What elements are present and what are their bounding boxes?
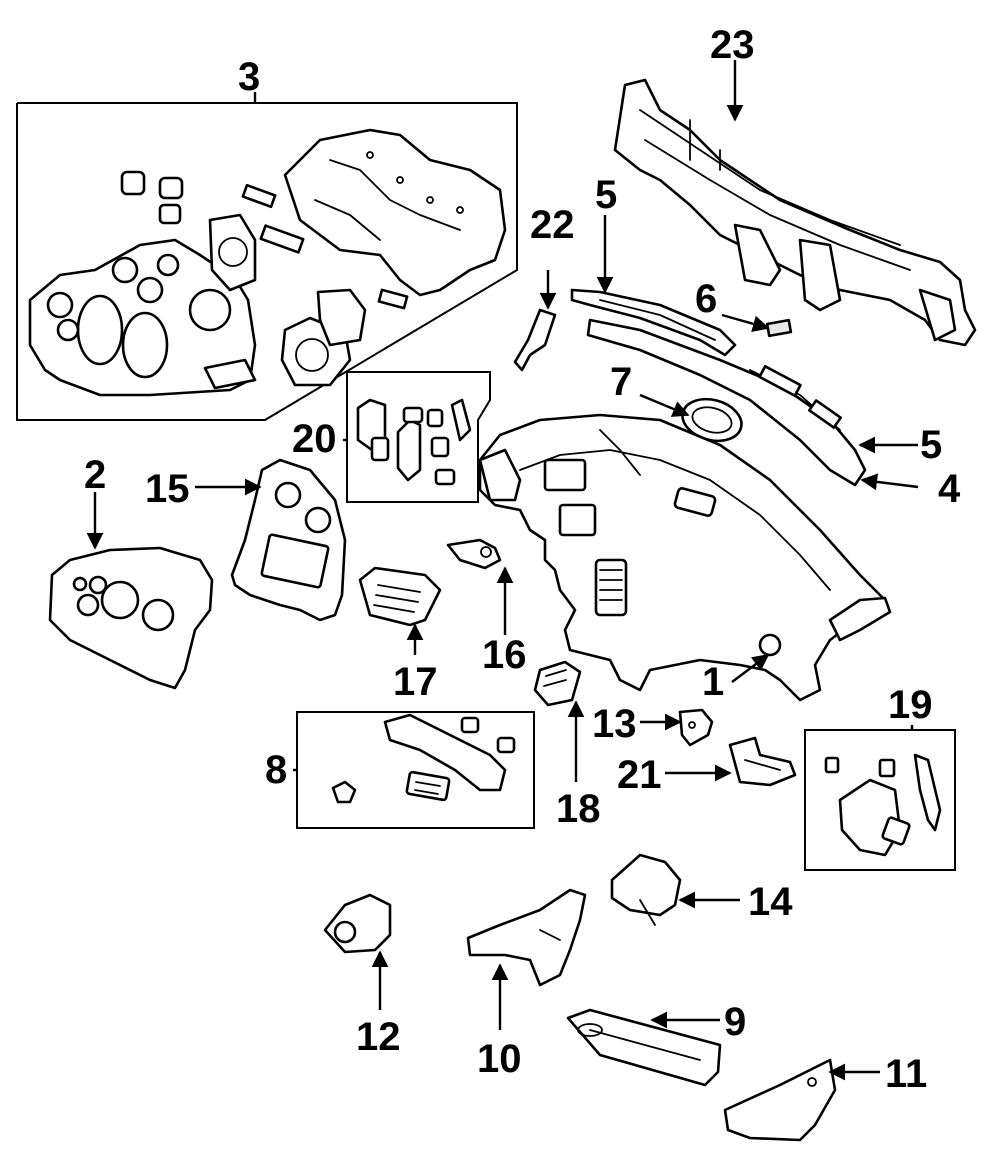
group-box-20-switches (346, 371, 491, 503)
callout-13: 13 (592, 702, 637, 746)
part-15-center-bezel (230, 458, 347, 622)
callout-14: 14 (748, 880, 793, 924)
group-box-19-speaker-parts (804, 729, 956, 871)
part-8-glovebox-parts (331, 713, 516, 804)
part-2-cluster-bezel (48, 546, 214, 690)
part-18-switch (533, 660, 582, 707)
part-10-bracket (466, 888, 587, 987)
callout-15: 15 (145, 467, 190, 511)
callout-3: 3 (238, 55, 260, 99)
callout-8: 8 (265, 748, 287, 792)
part-1-instrument-panel (478, 413, 892, 702)
callout-16: 16 (482, 633, 527, 677)
callout-11: 11 (885, 1052, 927, 1096)
callout-10: 10 (477, 1037, 522, 1081)
callout-18: 18 (556, 787, 601, 831)
callout-5-top: 5 (595, 173, 617, 217)
part-13-bracket (678, 708, 714, 747)
part-19-speaker-parts (824, 753, 942, 857)
group-box-3-cluster (16, 92, 518, 421)
callout-6: 6 (695, 277, 717, 321)
part-3-instrument-cluster (28, 128, 507, 397)
callout-labels: 3 23 22 5 6 7 5 4 20 2 15 16 17 1 19 13 … (84, 23, 961, 1096)
part-9-glove-box (566, 1008, 722, 1087)
callout-22: 22 (530, 203, 575, 247)
part-4-dash-top-pad (586, 318, 867, 487)
part-16-switch (446, 538, 502, 570)
callout-23: 23 (710, 23, 755, 67)
callout-19: 19 (888, 683, 933, 727)
callout-7: 7 (610, 360, 632, 404)
callout-9: 9 (724, 1000, 746, 1044)
callout-12: 12 (356, 1015, 401, 1059)
part-22-bracket (513, 308, 557, 372)
part-11-bracket (723, 1058, 837, 1142)
part-20-switch-set (356, 398, 472, 486)
callout-20: 20 (292, 417, 337, 461)
part-23-dash-reinforcement (613, 78, 977, 347)
leader-lines (86, 60, 919, 1081)
callout-5-right: 5 (920, 423, 942, 467)
part-6-clip (765, 318, 793, 338)
callout-2: 2 (84, 453, 106, 497)
part-17-air-vent (358, 566, 442, 627)
part-14-support (610, 853, 682, 926)
callout-17: 17 (393, 660, 438, 704)
part-21-duct (728, 736, 797, 787)
callout-1: 1 (702, 660, 724, 704)
callout-21: 21 (617, 753, 662, 797)
part-5-defroster-nozzle (570, 288, 737, 357)
part-12-latch (323, 893, 392, 954)
callout-4: 4 (938, 467, 961, 511)
